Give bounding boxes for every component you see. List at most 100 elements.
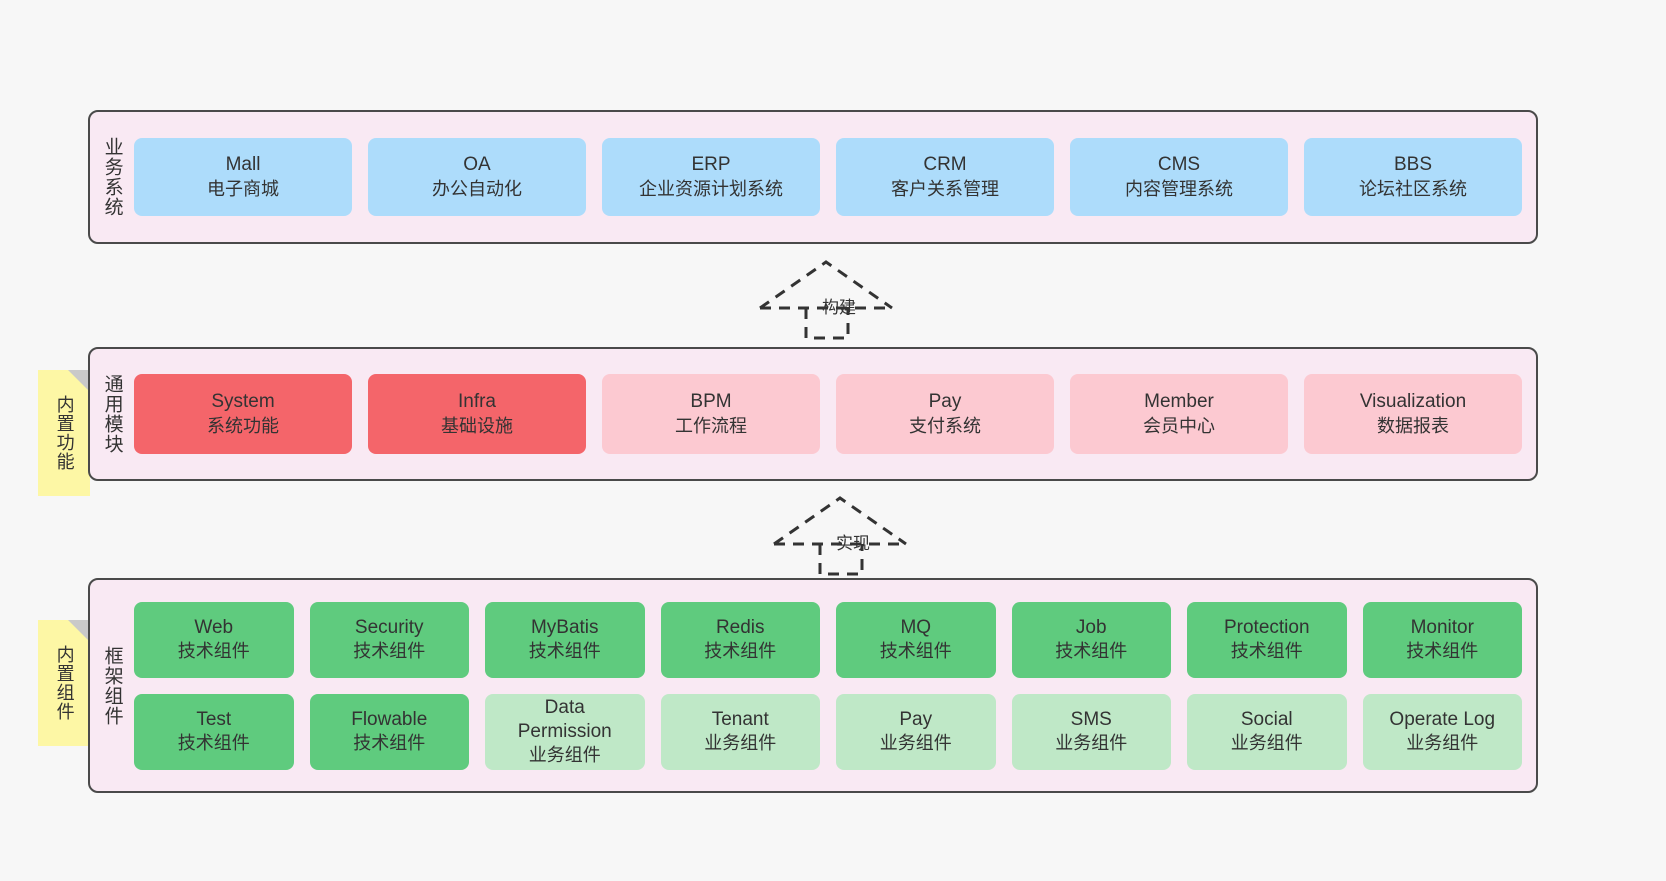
card-subtitle: 业务组件 — [1406, 733, 1479, 754]
card-web[interactable]: Web 技术组件 — [134, 601, 294, 678]
card-subtitle: 技术组件 — [879, 641, 952, 662]
note-text: 内置组件 — [54, 645, 75, 721]
card-pay-business[interactable]: Pay 业务组件 — [836, 693, 996, 770]
card-title: Pay — [899, 708, 933, 730]
card-subtitle: 技术组件 — [353, 641, 426, 662]
card-pay[interactable]: Pay 支付系统 — [836, 374, 1054, 454]
card-crm[interactable]: CRM 客户关系管理 — [836, 138, 1054, 216]
card-sms[interactable]: SMS 业务组件 — [1011, 693, 1171, 770]
card-subtitle: 技术组件 — [704, 641, 777, 662]
card-title: Pay — [928, 391, 962, 413]
card-data-permission[interactable]: Data Permission 业务组件 — [485, 693, 645, 770]
card-mybatis[interactable]: MyBatis 技术组件 — [485, 601, 645, 678]
card-subtitle: 技术组件 — [177, 733, 250, 754]
card-row-business: Test 技术组件 Flowable 技术组件 Data Permission … — [134, 693, 1522, 770]
card-title: Web — [194, 616, 234, 638]
card-security[interactable]: Security 技术组件 — [309, 601, 469, 678]
note-fold-icon — [68, 370, 90, 392]
card-title: CRM — [923, 154, 967, 176]
card-title: Member — [1144, 391, 1214, 413]
card-subtitle: 业务组件 — [528, 745, 601, 766]
card-erp[interactable]: ERP 企业资源计划系统 — [602, 138, 820, 216]
card-title: OA — [463, 154, 491, 176]
card-protection[interactable]: Protection 技术组件 — [1187, 601, 1347, 678]
arrowhead-path — [759, 260, 893, 310]
card-system[interactable]: System 系统功能 — [134, 374, 352, 454]
connector-shaft — [804, 308, 850, 340]
layer-body-common-modules: System 系统功能 Infra 基础设施 BPM 工作流程 Pay 支付系统… — [134, 349, 1536, 479]
card-flowable[interactable]: Flowable 技术组件 — [309, 693, 469, 770]
card-test[interactable]: Test 技术组件 — [134, 693, 294, 770]
card-mall[interactable]: Mall 电子商城 — [134, 138, 352, 216]
card-subtitle: 技术组件 — [1230, 641, 1303, 662]
card-bbs[interactable]: BBS 论坛社区系统 — [1304, 138, 1522, 216]
card-job[interactable]: Job 技术组件 — [1011, 601, 1171, 678]
card-visualization[interactable]: Visualization 数据报表 — [1304, 374, 1522, 454]
card-subtitle: 业务组件 — [1055, 733, 1128, 754]
card-subtitle: 业务组件 — [704, 733, 777, 754]
card-title: Infra — [457, 391, 497, 413]
card-subtitle: 系统功能 — [207, 415, 279, 436]
note-builtin-features: 内置功能 — [38, 370, 90, 496]
note-fold-icon — [68, 620, 90, 642]
card-oa[interactable]: OA 办公自动化 — [368, 138, 586, 216]
layer-title-common-modules: 通用模块 — [101, 374, 123, 454]
note-text: 内置功能 — [54, 395, 75, 471]
card-operate-log[interactable]: Operate Log 业务组件 — [1362, 693, 1522, 770]
card-title: Tenant — [711, 708, 769, 730]
connector-implement: 实现 — [772, 494, 912, 576]
card-row: Mall 电子商城 OA 办公自动化 ERP 企业资源计划系统 CRM 客户关系… — [134, 138, 1522, 216]
card-title: Mall — [225, 154, 261, 176]
connector-shaft — [818, 544, 864, 576]
note-builtin-components: 内置组件 — [38, 620, 90, 746]
card-title: Flowable — [351, 708, 428, 730]
card-title: Visualization — [1359, 391, 1467, 413]
card-subtitle: 客户关系管理 — [891, 178, 999, 199]
card-social[interactable]: Social 业务组件 — [1187, 693, 1347, 770]
card-cms[interactable]: CMS 内容管理系统 — [1070, 138, 1288, 216]
card-title: System — [211, 391, 275, 413]
card-bpm[interactable]: BPM 工作流程 — [602, 374, 820, 454]
card-subtitle: 业务组件 — [1230, 733, 1303, 754]
card-subtitle: 内容管理系统 — [1125, 178, 1233, 199]
card-subtitle: 数据报表 — [1377, 415, 1449, 436]
card-mq[interactable]: MQ 技术组件 — [836, 601, 996, 678]
card-title: CMS — [1157, 154, 1201, 176]
card-title: Operate Log — [1389, 708, 1496, 730]
card-title: MQ — [900, 616, 932, 638]
card-row: System 系统功能 Infra 基础设施 BPM 工作流程 Pay 支付系统… — [134, 374, 1522, 454]
card-subtitle: 技术组件 — [528, 641, 601, 662]
card-subtitle: 办公自动化 — [432, 178, 522, 199]
card-title: BBS — [1393, 154, 1433, 176]
connector-label-implement: 实现 — [836, 534, 870, 553]
card-subtitle: 电子商城 — [207, 178, 279, 199]
card-monitor[interactable]: Monitor 技术组件 — [1362, 601, 1522, 678]
card-tenant[interactable]: Tenant 业务组件 — [660, 693, 820, 770]
card-title: MyBatis — [530, 616, 599, 638]
card-subtitle: 业务组件 — [879, 733, 952, 754]
card-member[interactable]: Member 会员中心 — [1070, 374, 1288, 454]
card-title: Monitor — [1410, 616, 1474, 638]
card-infra[interactable]: Infra 基础设施 — [368, 374, 586, 454]
layer-title-framework-components: 框架组件 — [101, 645, 123, 726]
card-subtitle: 基础设施 — [441, 415, 513, 436]
layer-title-business-systems: 业务系统 — [101, 137, 123, 217]
card-title: Data Permission — [517, 696, 612, 742]
card-subtitle: 技术组件 — [353, 733, 426, 754]
card-subtitle: 论坛社区系统 — [1359, 178, 1467, 199]
layer-common-modules: 通用模块 System 系统功能 Infra 基础设施 BPM 工作流程 Pay… — [88, 347, 1538, 481]
card-redis[interactable]: Redis 技术组件 — [660, 601, 820, 678]
arrowhead-path — [773, 496, 907, 546]
card-subtitle: 技术组件 — [1406, 641, 1479, 662]
card-title: Redis — [715, 616, 765, 638]
card-title: Social — [1240, 708, 1293, 730]
card-subtitle: 技术组件 — [1055, 641, 1128, 662]
card-title: BPM — [690, 391, 732, 413]
connector-build: 构建 — [758, 258, 898, 340]
card-title: Job — [1075, 616, 1107, 638]
card-subtitle: 支付系统 — [909, 415, 981, 436]
card-title: Security — [354, 616, 424, 638]
card-title: Protection — [1223, 616, 1310, 638]
layer-framework-components: 框架组件 Web 技术组件 Security 技术组件 MyBatis 技术组件… — [88, 578, 1538, 793]
